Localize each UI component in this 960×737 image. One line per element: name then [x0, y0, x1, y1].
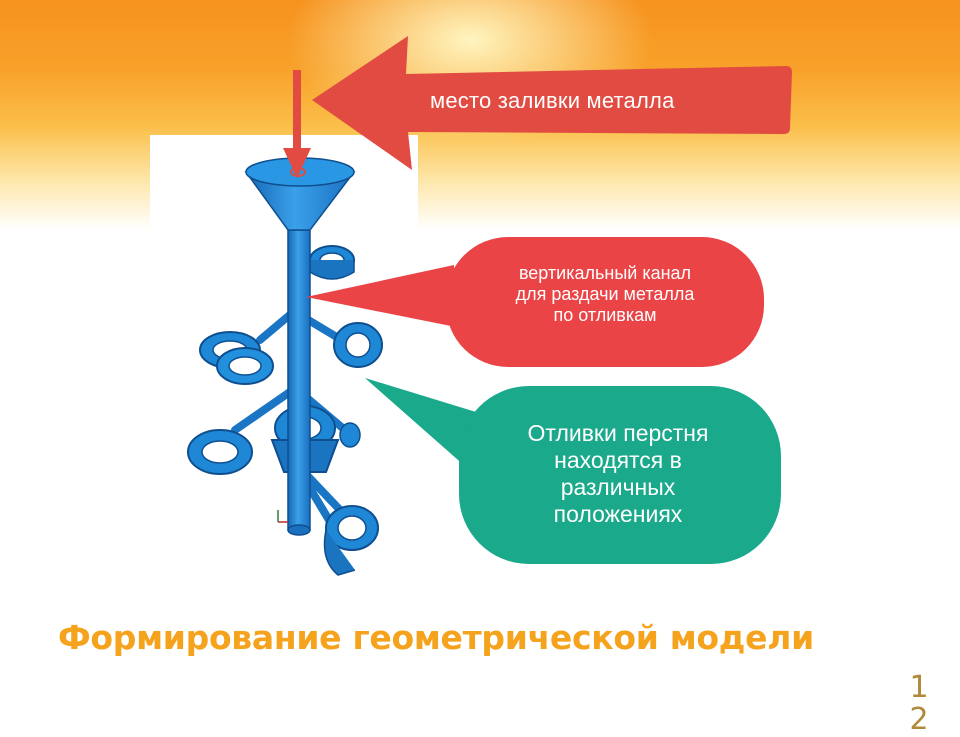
- vertical-sprue: [287, 229, 311, 536]
- ring-left-upper: [199, 331, 274, 385]
- ring-left-lower: [187, 429, 253, 475]
- pour-location-callout-arrow: [312, 36, 792, 170]
- axis-triad: [277, 510, 288, 523]
- arrow-down-icon: [283, 70, 311, 178]
- slide-title: Формирование геометрической модели: [58, 618, 814, 657]
- pouring-funnel: [244, 157, 356, 231]
- castings-callout-bubble: [365, 378, 781, 564]
- castings-callout-text: Отливки перстня находятся в различных по…: [527, 420, 709, 527]
- page-number: 1 2: [909, 670, 929, 737]
- pour-location-label: место заливки металла: [430, 88, 675, 113]
- channel-callout-text: вертикальный канал для раздачи металла п…: [515, 263, 695, 325]
- ring-center-shield: [270, 405, 361, 473]
- casting-tree-model: [187, 157, 383, 576]
- ring-right-upper: [333, 322, 383, 368]
- channel-callout-bubble: [306, 237, 764, 367]
- ring-bottom: [323, 505, 379, 576]
